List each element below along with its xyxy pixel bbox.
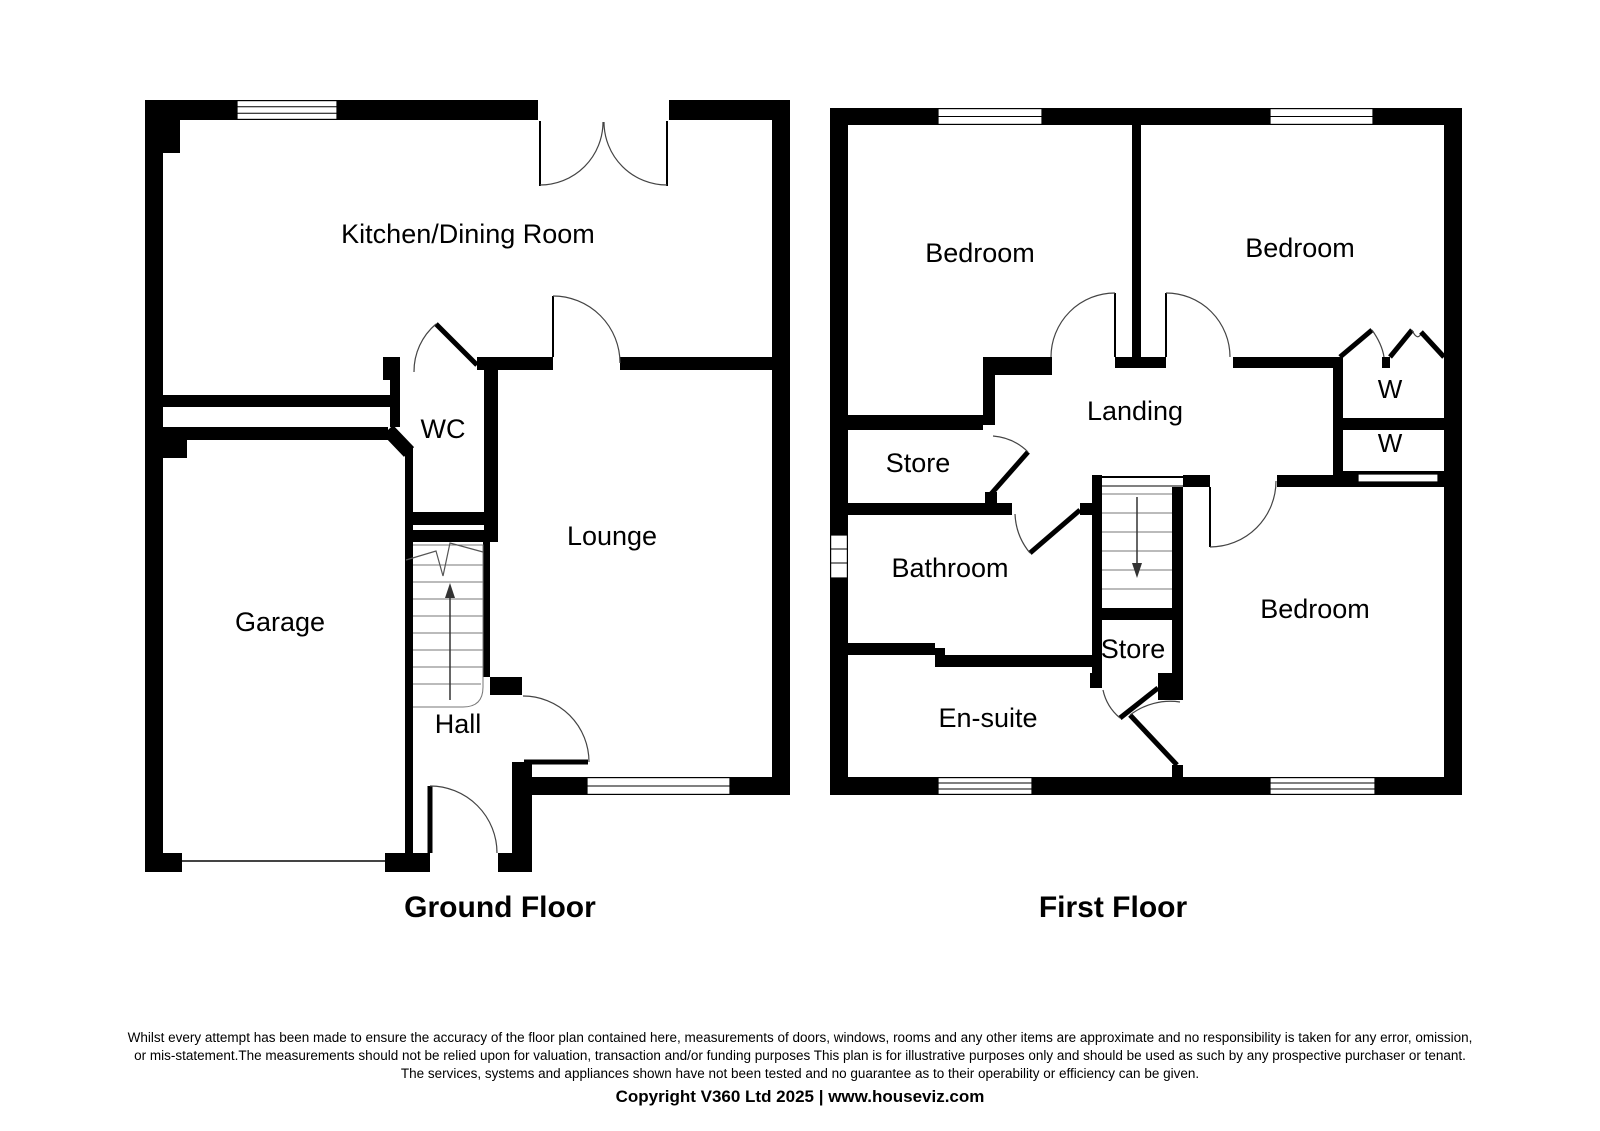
- bedroom3-door: [1209, 480, 1277, 548]
- room-label-wardrobe1: W: [1378, 374, 1403, 404]
- french-doors: [539, 121, 668, 186]
- room-label-landing: Landing: [1087, 396, 1183, 426]
- ground-floor-plan: Kitchen/Dining Room WC Lounge Garage Hal…: [145, 99, 790, 924]
- ground-exterior-walls: [145, 100, 790, 872]
- first-floor-plan: Bedroom Bedroom Bedroom Landing Store St…: [829, 107, 1462, 924]
- room-label-bedroom1: Bedroom: [925, 238, 1035, 268]
- stairs-down-arrow: [1132, 497, 1142, 578]
- kitchen-lounge-door: [552, 295, 621, 364]
- kitchen-garage-wall: [145, 395, 415, 458]
- wc-door: [413, 322, 479, 373]
- ensuite-door: [1128, 700, 1181, 767]
- bedroom2-door: [1165, 292, 1231, 358]
- bedroom1-window: [937, 107, 1043, 125]
- bedroom3-window: [1269, 776, 1376, 795]
- disclaimer-line-1: Whilst every attempt has been made to en…: [128, 1030, 1473, 1045]
- wardrobe-niche: [1357, 473, 1439, 483]
- ensuite-window: [937, 776, 1033, 795]
- store2-door: [1102, 686, 1160, 720]
- room-label-store1: Store: [886, 448, 951, 478]
- room-label-bedroom3: Bedroom: [1260, 594, 1370, 624]
- room-label-bathroom: Bathroom: [891, 553, 1008, 583]
- first-floor-title: First Floor: [1039, 891, 1188, 924]
- bedroom2-window: [1269, 107, 1374, 125]
- first-interior-walls: [845, 125, 1444, 777]
- kitchen-window: [236, 99, 338, 120]
- footer: Whilst every attempt has been made to en…: [128, 1030, 1473, 1106]
- room-label-wardrobe2: W: [1378, 428, 1403, 458]
- wc-walls: [383, 357, 498, 542]
- room-label-garage: Garage: [235, 607, 325, 637]
- kitchen-lounge-wall: [477, 357, 772, 370]
- ground-floor-title: Ground Floor: [404, 891, 596, 924]
- front-door: [427, 785, 498, 854]
- stairwell-walls: [405, 530, 532, 872]
- room-label-ensuite: En-suite: [938, 703, 1037, 733]
- first-exterior-walls: [830, 108, 1462, 795]
- copyright-line: Copyright V360 Ltd 2025 | www.houseviz.c…: [616, 1087, 985, 1106]
- stairs-up: [405, 542, 484, 708]
- store1-door: [989, 435, 1030, 496]
- room-label-store2: Store: [1101, 634, 1166, 664]
- disclaimer-line-2: or mis-statement.The measurements should…: [134, 1048, 1466, 1063]
- room-label-kitchen: Kitchen/Dining Room: [341, 219, 595, 249]
- room-label-hall: Hall: [435, 709, 482, 739]
- stairs-down: [1102, 493, 1172, 590]
- stairs-down-top-edge: [1102, 476, 1183, 487]
- room-label-bedroom2: Bedroom: [1245, 233, 1355, 263]
- bathroom-door: [1014, 508, 1082, 555]
- disclaimer-line-3: The services, systems and appliances sho…: [401, 1066, 1199, 1081]
- hall-lounge-door: [522, 695, 590, 765]
- wardrobe-folding-doors: [1338, 328, 1446, 359]
- room-label-lounge: Lounge: [567, 521, 657, 551]
- bathroom-side-window: [829, 534, 848, 579]
- stairs-up-arrow: [445, 583, 455, 700]
- room-label-wc: WC: [421, 414, 466, 444]
- lounge-window: [586, 776, 731, 795]
- bedroom1-door: [1050, 292, 1116, 358]
